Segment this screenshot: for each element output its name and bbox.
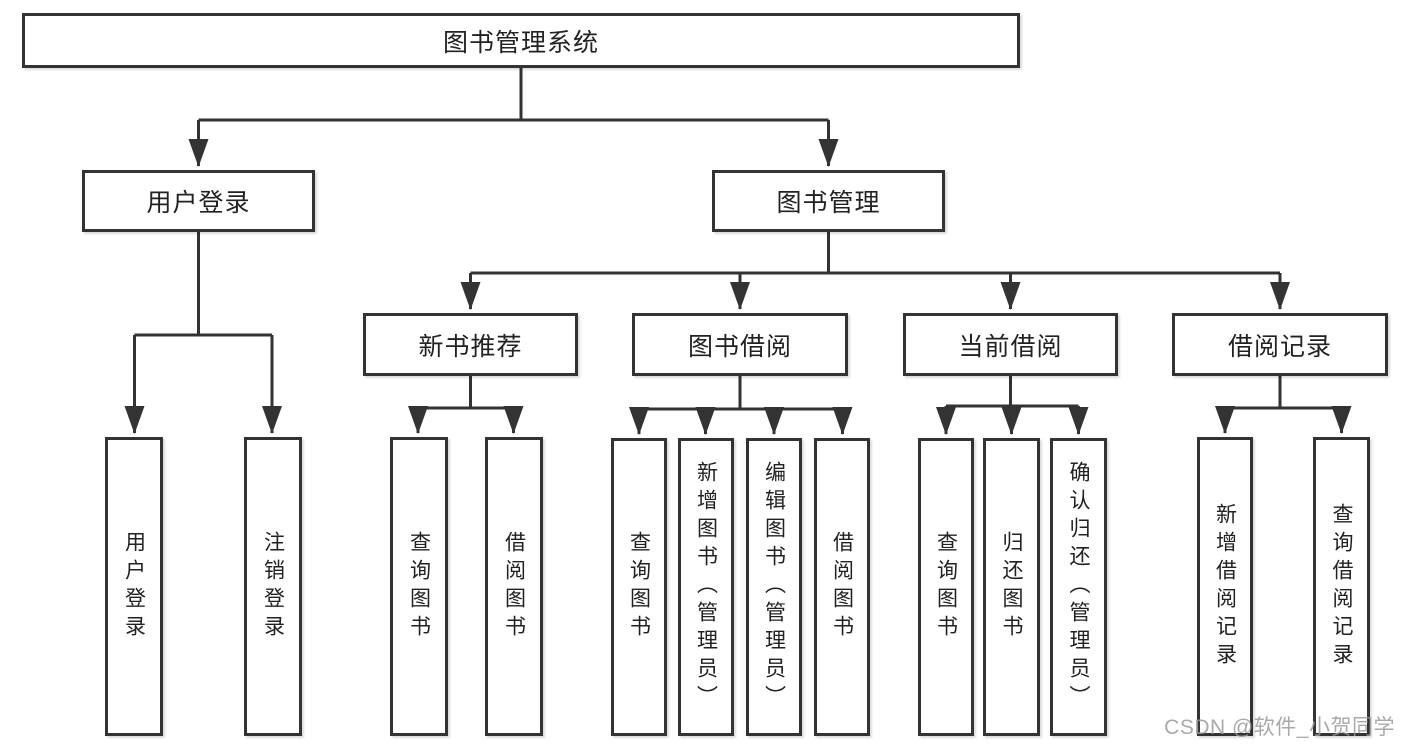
node-label: 注销登录: [261, 530, 285, 643]
node-current-borrowing: 当前借阅: [903, 313, 1118, 376]
node-label: 图书管理系统: [442, 28, 599, 57]
node-label: 新增图书（管理员）: [694, 461, 718, 713]
node-label: 查询图书: [407, 530, 431, 643]
node-label: 新书推荐: [418, 332, 523, 361]
node-label: 借阅图书: [830, 531, 854, 643]
node-label: 图书借阅: [687, 332, 792, 361]
node-add-book-admin: 新增图书（管理员）: [678, 438, 734, 736]
node-label: 查询借阅记录: [1330, 502, 1353, 671]
node-library-management-system: 图书管理系统: [22, 13, 1020, 68]
node-label: 查询图书: [934, 531, 958, 643]
node-new-book-recommendation: 新书推荐: [363, 313, 578, 376]
node-label: 当前借阅: [958, 332, 1063, 361]
node-borrowing-records: 借阅记录: [1172, 313, 1388, 376]
node-label: 确认归还（管理员）: [1067, 461, 1090, 713]
node-label: 借阅图书: [502, 530, 526, 643]
watermark: CSDN @软件_小贺同学: [1164, 716, 1395, 739]
node-query-books-borrowing: 查询图书: [611, 438, 667, 736]
node-label: 用户登录: [122, 530, 146, 643]
node-label: 图书管理: [776, 189, 881, 217]
node-book-borrowing: 图书借阅: [632, 313, 848, 376]
node-borrow-books-recommend: 借阅图书: [485, 437, 543, 736]
node-logout-leaf: 注销登录: [244, 437, 302, 736]
node-label: 用户登录: [146, 189, 251, 217]
node-user-login-leaf: 用户登录: [105, 437, 163, 736]
node-confirm-return-admin: 确认归还（管理员）: [1050, 438, 1107, 736]
node-label: 查询图书: [627, 531, 651, 643]
node-return-book: 归还图书: [983, 438, 1040, 736]
node-borrow-books-borrowing: 借阅图书: [814, 438, 870, 736]
node-query-books-current: 查询图书: [918, 438, 974, 736]
node-label: 借阅记录: [1227, 332, 1332, 361]
node-label: 编辑图书（管理员）: [762, 461, 786, 713]
node-query-borrow-record: 查询借阅记录: [1313, 437, 1370, 736]
node-edit-book-admin: 编辑图书（管理员）: [746, 438, 802, 736]
node-label: 归还图书: [1000, 531, 1023, 643]
node-add-borrow-record: 新增借阅记录: [1197, 437, 1253, 736]
node-query-books-recommend: 查询图书: [390, 437, 448, 736]
node-label: 新增借阅记录: [1213, 502, 1237, 671]
node-book-management: 图书管理: [712, 170, 945, 232]
node-user-login: 用户登录: [82, 170, 315, 232]
